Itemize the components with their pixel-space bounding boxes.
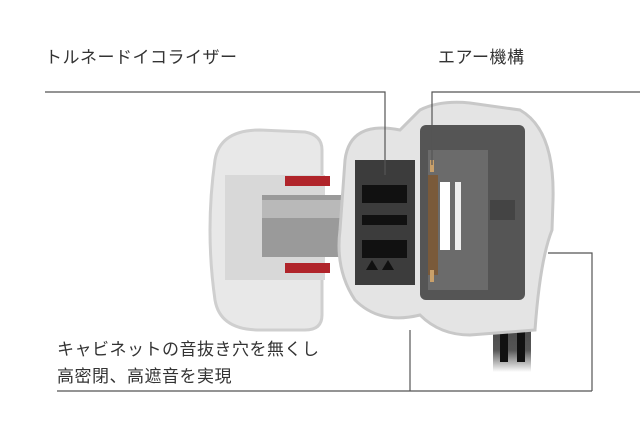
housing bbox=[337, 100, 555, 337]
red-ring-top bbox=[285, 176, 330, 186]
ear-tip bbox=[208, 128, 347, 332]
callout-lines bbox=[45, 91, 640, 392]
label-cabinet-line2: 高密閉、高遮音を実現 bbox=[57, 367, 232, 387]
callout-cabinet-right bbox=[548, 252, 593, 391]
label-cabinet-line1: キャビネットの音抜き穴を無くし bbox=[57, 340, 320, 360]
label-tornado-equalizer: トルネードイコライザー bbox=[45, 48, 238, 68]
callout-tornado-equalizer bbox=[45, 91, 386, 175]
callout-air-mechanism bbox=[431, 91, 640, 165]
red-ring-bottom bbox=[285, 263, 330, 273]
label-air-mechanism: エアー機構 bbox=[438, 48, 525, 68]
